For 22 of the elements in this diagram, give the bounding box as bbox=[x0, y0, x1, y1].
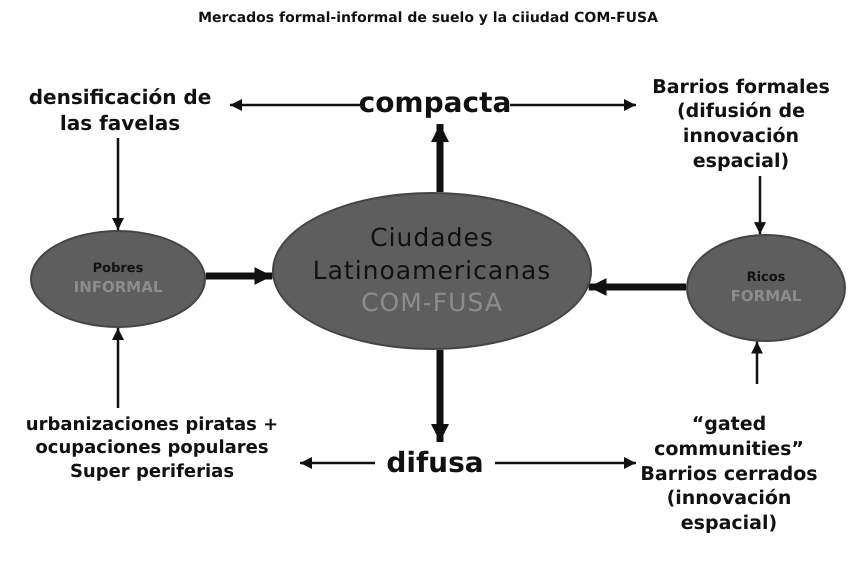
arrow bbox=[751, 342, 763, 384]
arrow bbox=[431, 350, 449, 442]
arrow bbox=[495, 457, 636, 469]
node-label: difusa bbox=[386, 444, 484, 481]
arrow bbox=[588, 278, 686, 296]
diagram-title: Mercados formal-informal de suelo y la ciiudad COM-FUSA bbox=[198, 10, 658, 26]
ellipse-title: Ciudades Latinoamericanas bbox=[312, 222, 552, 287]
arrow bbox=[230, 99, 360, 111]
ellipse-title: Ricos bbox=[746, 270, 786, 287]
node-label: compacta bbox=[358, 84, 512, 121]
node-label: densificación de las favelas bbox=[28, 84, 212, 136]
arrow bbox=[510, 99, 636, 111]
arrow bbox=[754, 176, 766, 234]
arrow bbox=[206, 267, 272, 285]
node-label: “gated communities” Barrios cerrados (innovación espacial) bbox=[639, 412, 819, 536]
ellipse-title: Pobres bbox=[92, 260, 144, 278]
arrow bbox=[300, 457, 375, 469]
arrow bbox=[112, 138, 124, 230]
arrow bbox=[431, 124, 449, 192]
node-label: Barrios formales (difusión de innovación espacial) bbox=[651, 74, 831, 174]
arrow bbox=[112, 328, 124, 408]
node-label: urbanizaciones piratas + ocupaciones populares Super periferias bbox=[24, 412, 280, 484]
